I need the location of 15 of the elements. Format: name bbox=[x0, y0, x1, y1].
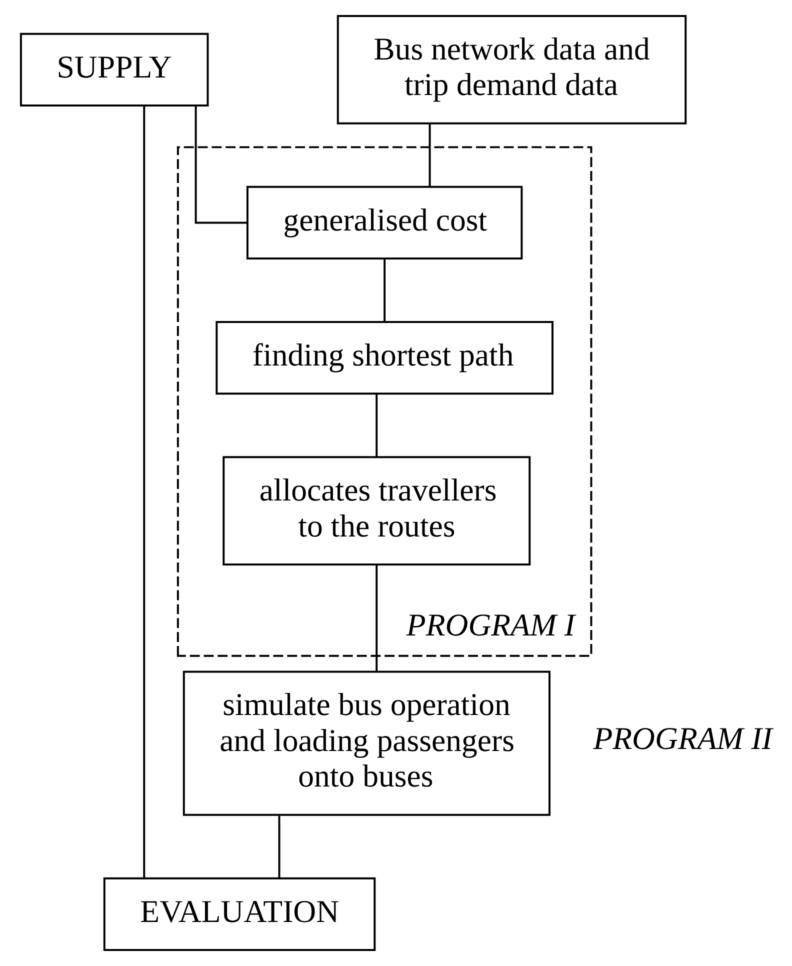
connector bbox=[142, 106, 145, 878]
node-box: SUPPLY bbox=[19, 32, 208, 106]
node-label: PROGRAM II bbox=[592, 720, 772, 756]
node-box: finding shortest path bbox=[215, 321, 553, 395]
node-box: generalised cost bbox=[246, 186, 522, 260]
node-box: simulate bus operation and loading passengers onto buses bbox=[182, 670, 550, 816]
connector bbox=[194, 106, 247, 224]
node-box: allocates travellers to the routes bbox=[222, 456, 530, 566]
connector bbox=[383, 258, 386, 322]
connector bbox=[428, 124, 430, 186]
connector bbox=[375, 564, 378, 672]
node-box: Bus network data and trip demand data bbox=[336, 15, 686, 124]
node-box: EVALUATION bbox=[102, 877, 376, 951]
connector bbox=[278, 816, 280, 878]
connector bbox=[375, 394, 378, 457]
